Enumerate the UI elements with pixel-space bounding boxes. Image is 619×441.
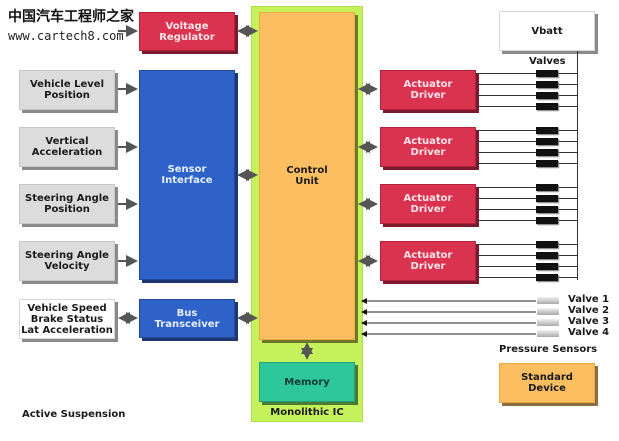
valve-icon (536, 184, 558, 191)
valve-icon (536, 81, 558, 88)
pressure-sensor-label: Valve 2 (568, 305, 610, 316)
valve-wire (476, 277, 578, 278)
voltage-regulator[interactable]: Voltage Regulator (139, 12, 235, 51)
pressure-sensor-icon (537, 330, 559, 337)
pressure-sensors-label: Pressure Sensors (499, 344, 598, 355)
input-vehicle-level-position[interactable]: Vehicle Level Position (19, 70, 115, 110)
sensor-interface[interactable]: Sensor Interface (139, 70, 235, 280)
watermark-url: www.cartech8.com (8, 29, 124, 43)
standard-device[interactable]: Standard Device (499, 363, 595, 403)
valve-icon (536, 160, 558, 167)
valve-wire (476, 220, 578, 221)
valve-wire (476, 266, 578, 267)
pressure-sensor-label: Valve 4 (568, 327, 610, 338)
valve-icon (536, 92, 558, 99)
valve-icon (536, 263, 558, 270)
bus-transceiver[interactable]: Bus Transceiver (139, 299, 235, 338)
actuator-driver-1[interactable]: Actuator Driver (380, 70, 476, 110)
valve-wire (476, 106, 578, 107)
pressure-sensor-icon (537, 319, 559, 326)
input-steering-angle-velocity[interactable]: Steering Angle Velocity (19, 241, 115, 281)
valve-icon (536, 195, 558, 202)
valve-icon (536, 252, 558, 259)
valve-wire (476, 141, 578, 142)
input-steering-angle-position[interactable]: Steering Angle Position (19, 184, 115, 224)
vbatt-bus-line (577, 51, 578, 280)
monolithic-ic-label: Monolithic IC (270, 407, 344, 418)
vbatt[interactable]: Vbatt (499, 11, 595, 51)
pressure-sensor-label: Valve 1 (568, 294, 610, 305)
actuator-driver-4[interactable]: Actuator Driver (380, 241, 476, 281)
pressure-sensor-icon (537, 297, 559, 304)
valve-icon (536, 217, 558, 224)
valve-wire (476, 163, 578, 164)
valve-wire (476, 95, 578, 96)
valve-wire (476, 84, 578, 85)
valve-wire (476, 73, 578, 74)
actuator-driver-3[interactable]: Actuator Driver (380, 184, 476, 224)
valve-icon (536, 103, 558, 110)
control-unit[interactable]: Control Unit (259, 12, 355, 340)
input-vertical-acceleration[interactable]: Vertical Acceleration (19, 127, 115, 167)
valve-icon (536, 149, 558, 156)
pressure-sensor-label: Valve 3 (568, 316, 610, 327)
valve-wire (476, 255, 578, 256)
valve-wire (476, 198, 578, 199)
valve-wire (476, 187, 578, 188)
valve-icon (536, 206, 558, 213)
pressure-sensor-icon (537, 308, 559, 315)
actuator-driver-2[interactable]: Actuator Driver (380, 127, 476, 167)
valve-icon (536, 274, 558, 281)
valve-icon (536, 70, 558, 77)
valve-wire (476, 209, 578, 210)
valve-wire (476, 130, 578, 131)
valve-icon (536, 127, 558, 134)
bus-inputs[interactable]: Vehicle Speed Brake Status Lat Accelerat… (19, 299, 115, 339)
diagram-caption: Active Suspension (22, 409, 126, 420)
valve-icon (536, 138, 558, 145)
valve-wire (476, 152, 578, 153)
memory[interactable]: Memory (259, 362, 355, 402)
valve-wire (476, 244, 578, 245)
valves-label: Valves (529, 56, 566, 67)
valve-icon (536, 241, 558, 248)
watermark-title: 中国汽车工程师之家 (8, 9, 134, 25)
